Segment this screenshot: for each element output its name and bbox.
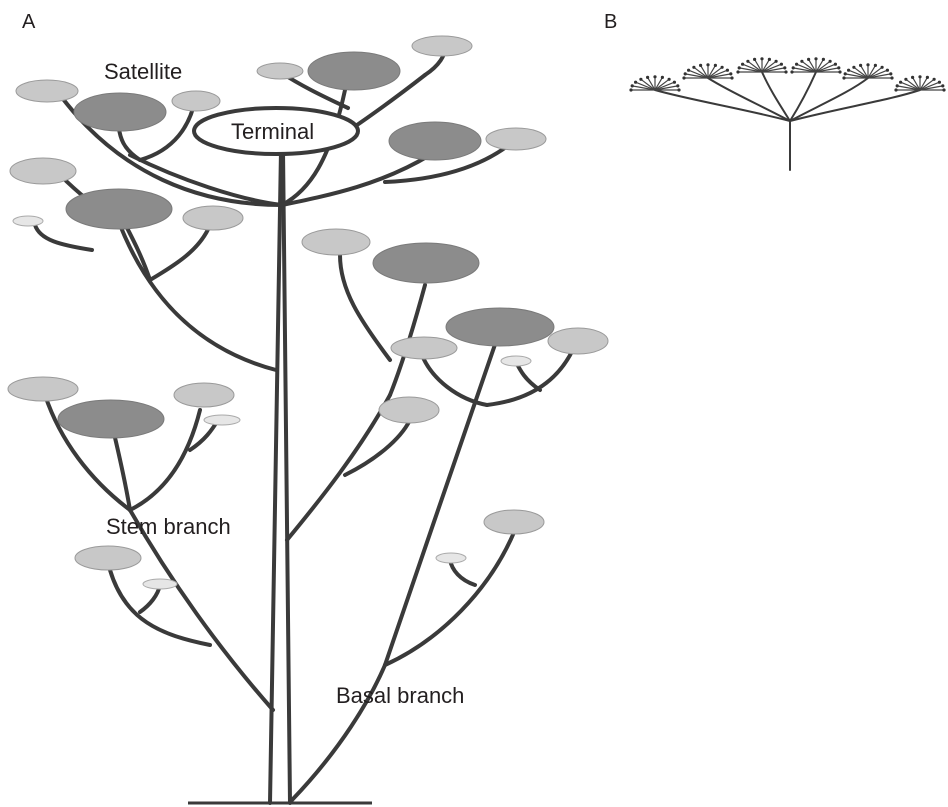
umbellet	[894, 75, 946, 92]
umbellet	[629, 75, 681, 92]
tertiary-umbels	[12, 215, 532, 590]
umbel-secondary	[9, 157, 77, 185]
secondary-umbels	[7, 35, 609, 571]
umbellet	[842, 63, 894, 80]
basal-branch-label: Basal branch	[336, 683, 464, 708]
umbel-secondary	[301, 228, 371, 256]
umbel-secondary	[390, 336, 458, 360]
umbel-primary	[372, 242, 480, 284]
umbel-primary	[73, 92, 167, 132]
umbellet	[736, 57, 788, 74]
umbel-secondary	[182, 205, 244, 231]
stem-branches	[33, 173, 577, 802]
umbel-secondary	[173, 382, 235, 408]
umbel-secondary	[74, 545, 142, 571]
umbellet	[682, 63, 734, 80]
umbel-tertiary	[142, 578, 178, 590]
umbel-secondary	[547, 327, 609, 355]
panel-b-label: B	[604, 11, 617, 33]
umbel-primary	[445, 307, 555, 347]
terminal-label: Terminal	[231, 119, 314, 144]
umbel-secondary	[7, 376, 79, 402]
primary-umbels	[57, 51, 555, 439]
umbel-secondary	[15, 79, 79, 103]
panel-a-label: A	[22, 11, 36, 33]
umbel-secondary	[411, 35, 473, 57]
umbel-secondary	[256, 62, 304, 80]
umbel-primary	[388, 121, 482, 161]
umbel-primary	[57, 399, 165, 439]
main-stem	[268, 148, 292, 805]
umbel-secondary	[171, 90, 221, 112]
umbel-secondary	[485, 127, 547, 151]
umbel-secondary	[483, 509, 545, 535]
umbel-primary	[307, 51, 401, 91]
umbel-tertiary	[12, 215, 44, 227]
compound-umbel-schematic	[629, 57, 946, 171]
terminal-umbel	[192, 106, 360, 156]
umbel-tertiary	[500, 355, 532, 367]
satellite-label: Satellite	[104, 59, 182, 84]
umbel-secondary	[378, 396, 440, 424]
umbel-primary	[65, 188, 173, 230]
stem-branch-label: Stem branch	[106, 514, 231, 539]
umbel-tertiary	[435, 552, 467, 564]
umbellet	[790, 57, 842, 74]
umbel-tertiary	[203, 414, 241, 426]
